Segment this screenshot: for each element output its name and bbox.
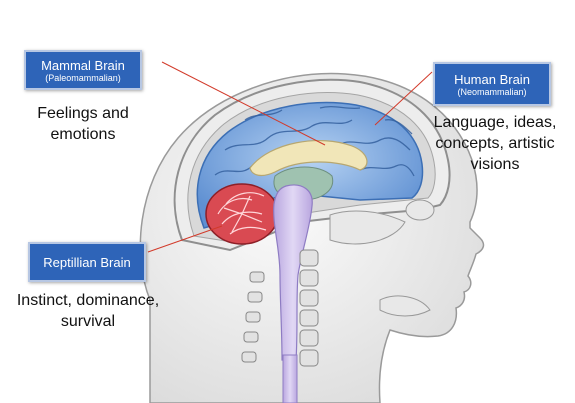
- spinal-cord: [282, 354, 298, 403]
- mammal-brain-subtitle: (Paleomammalian): [45, 73, 121, 83]
- reptilian-brain-title: Reptillian Brain: [43, 255, 131, 270]
- reptilian-brain-description: Instinct, dominance, survival: [16, 292, 160, 330]
- human-brain-subtitle: (Neomammalian): [457, 87, 527, 97]
- reptilian-leader-line: [147, 225, 223, 253]
- human-brain-title: Human Brain: [454, 72, 530, 87]
- mammal-leader-line: [161, 61, 326, 146]
- reptilian-brain-label: Reptillian Brain: [28, 242, 146, 282]
- mammal-brain-label: Mammal Brain (Paleomammalian): [24, 50, 142, 90]
- face-structures: [329, 199, 435, 317]
- cervical-vertebrae: [241, 249, 319, 367]
- human-leader-line: [374, 71, 433, 126]
- limbic-system: [249, 140, 368, 177]
- human-brain-description: Language, ideas, concepts, artistic visi…: [433, 114, 557, 173]
- leader-lines: [147, 61, 433, 253]
- mammal-brain-title: Mammal Brain: [41, 58, 125, 73]
- mammal-brain-description: Feelings and emotions: [37, 105, 129, 143]
- cerebellum: [205, 183, 279, 245]
- human-brain-label: Human Brain (Neomammalian): [433, 62, 551, 106]
